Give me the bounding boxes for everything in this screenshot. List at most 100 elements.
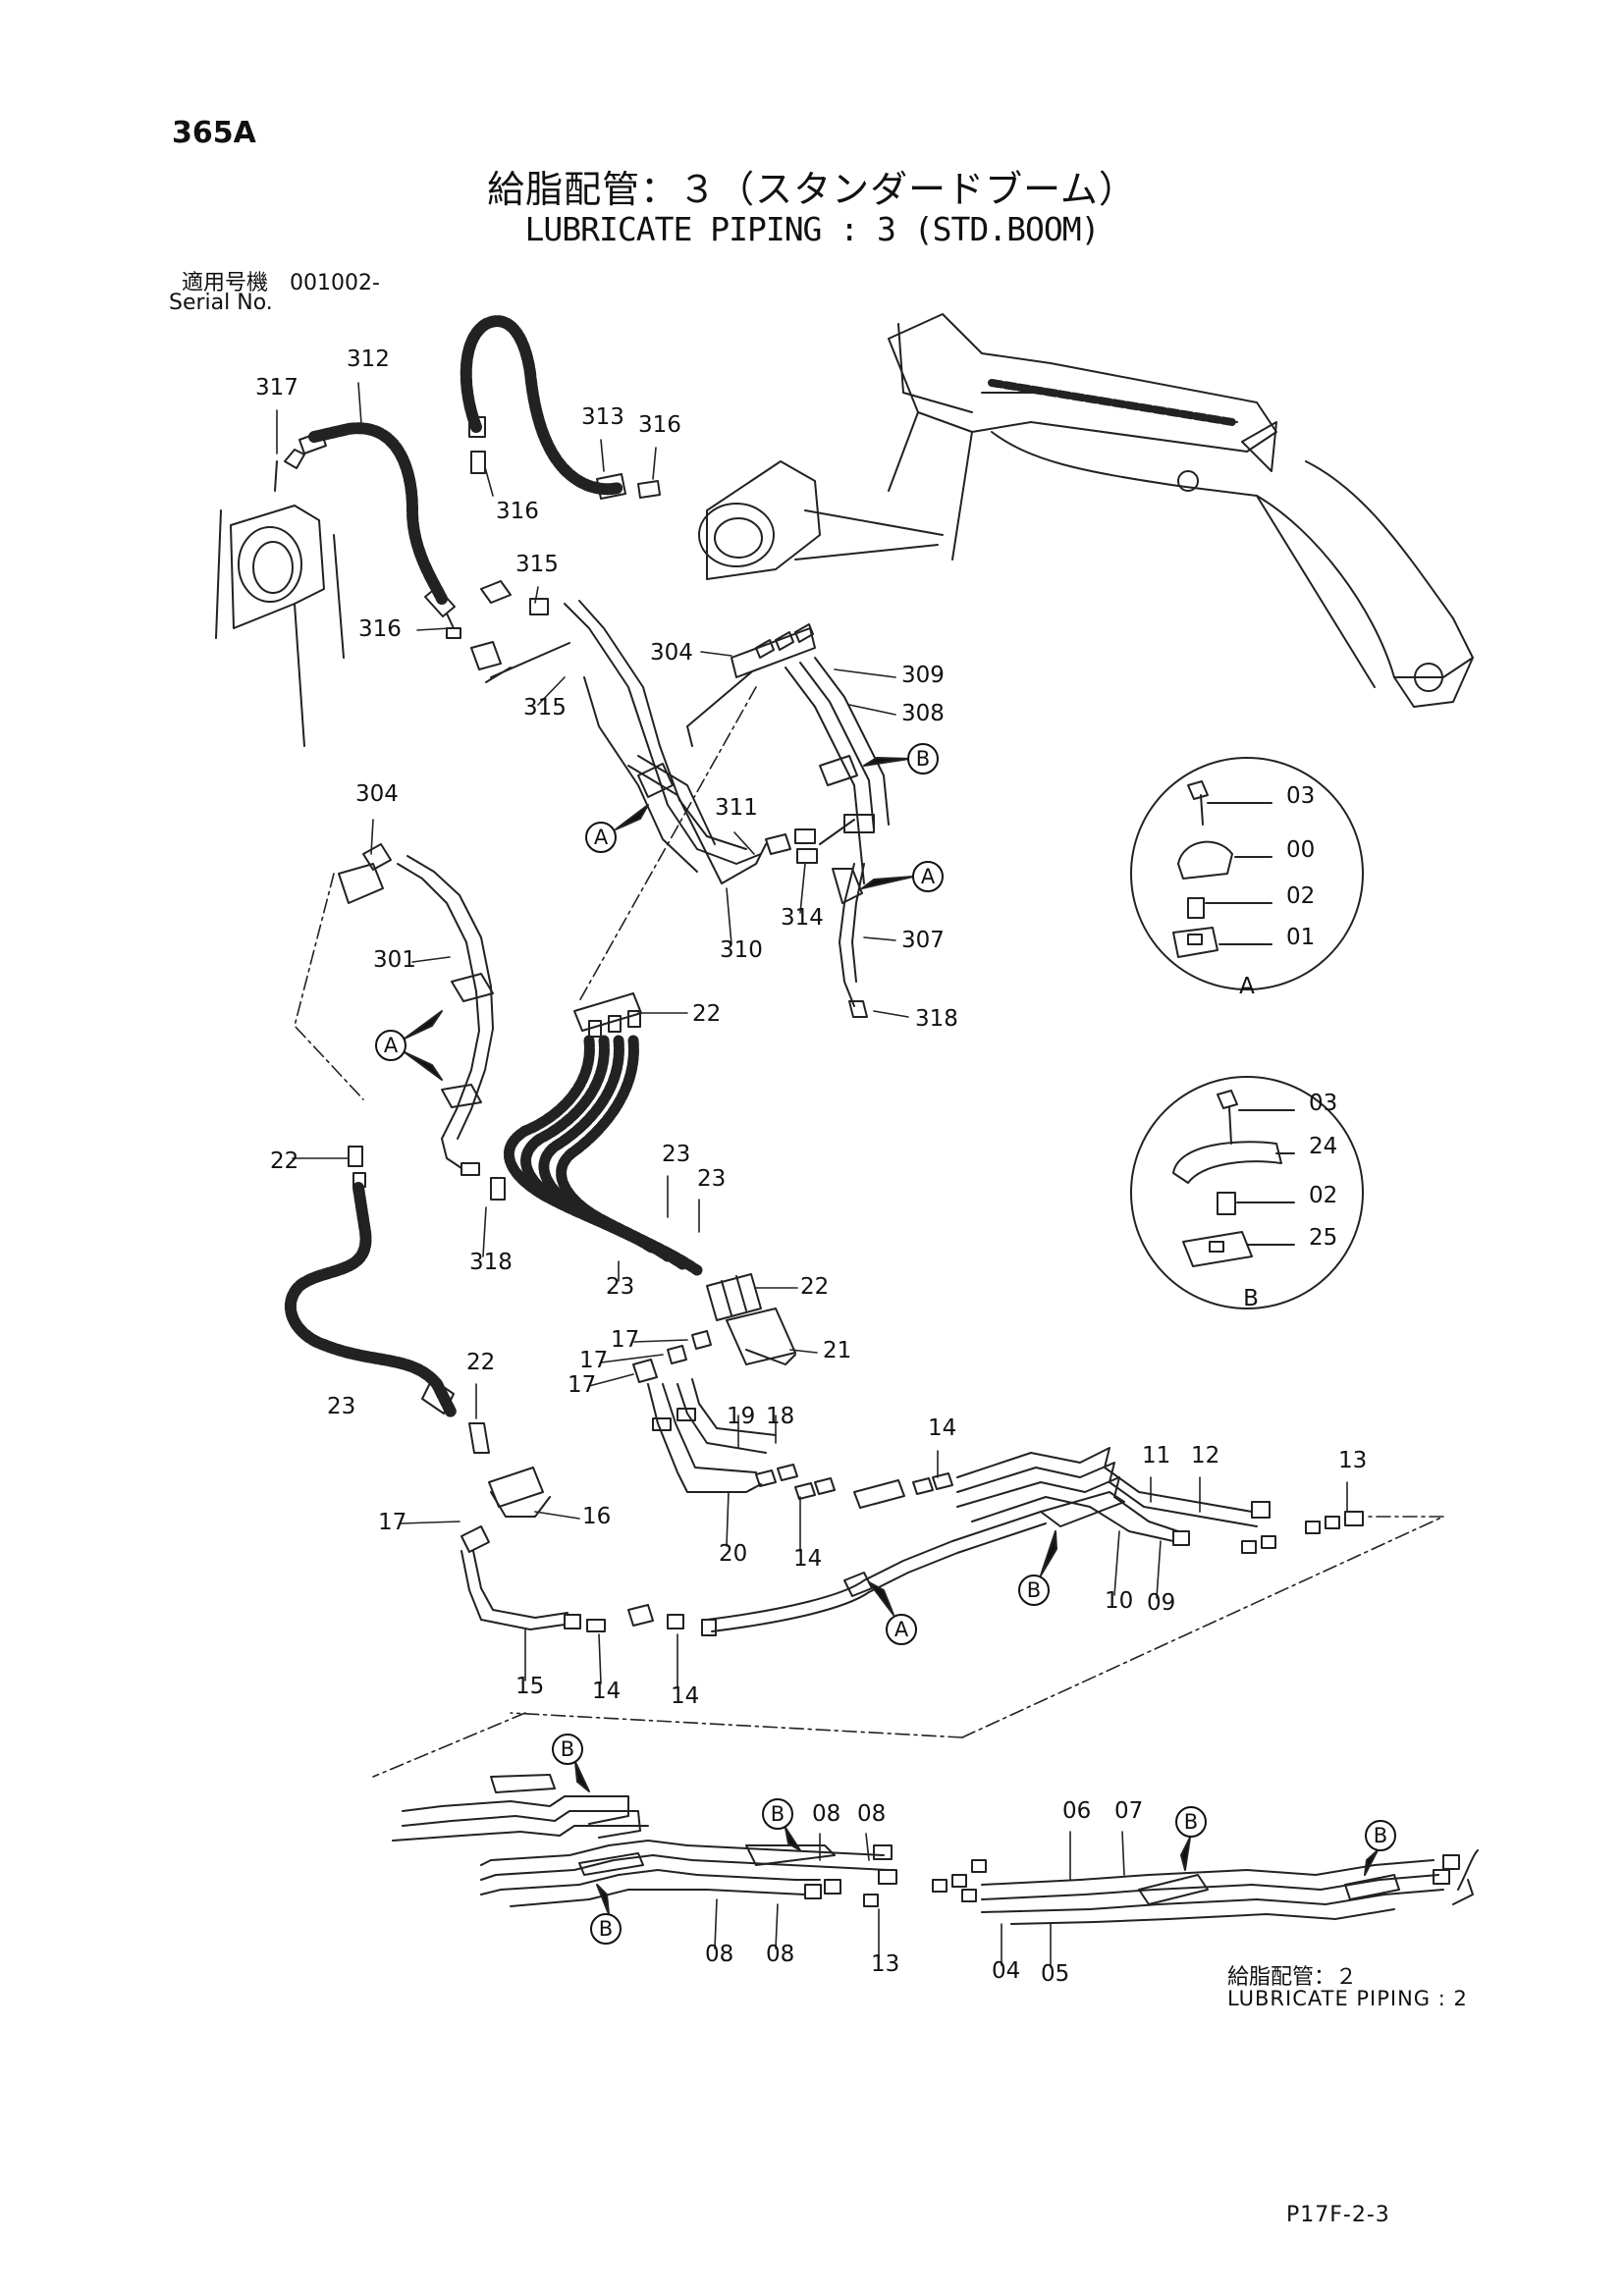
part-number-label: 08 — [766, 1942, 794, 1967]
hose-bundle-23 — [503, 1035, 703, 1276]
pipes-09-12 — [956, 1447, 1364, 1554]
serial-number-label-japanese: 適用号機 001002- — [182, 271, 380, 295]
callout-ring — [907, 743, 939, 774]
part-number-label: 23 — [697, 1166, 726, 1192]
part-number-label: 304 — [650, 640, 693, 666]
part-number-label: 00 — [1286, 837, 1315, 863]
block-21-group — [632, 1308, 796, 1493]
callout-circle: A — [912, 861, 944, 892]
callout-circle: B — [762, 1798, 793, 1830]
part-number-label: 13 — [871, 1951, 899, 1977]
part-number-label: 11 — [1142, 1443, 1170, 1468]
connection-lines — [294, 686, 1444, 1778]
part-number-label: 03 — [1309, 1091, 1337, 1116]
callout-ring — [585, 822, 617, 853]
part-number-label: 18 — [766, 1404, 794, 1429]
part-number-label: 22 — [270, 1148, 298, 1174]
part-number-label: 316 — [638, 412, 681, 438]
part-number-label: 25 — [1309, 1225, 1337, 1251]
detail-view-label: B — [1243, 1286, 1259, 1311]
part-number-label: 21 — [823, 1338, 851, 1363]
callout-ring — [762, 1798, 793, 1830]
callout-ring — [1175, 1806, 1207, 1838]
callout-ring — [590, 1913, 622, 1945]
part-number-label: 20 — [719, 1541, 747, 1567]
callout-letter: B — [1374, 1824, 1387, 1847]
cross-reference-japanese: 給脂配管：２ — [1227, 1965, 1358, 1990]
part-number-label: 304 — [355, 781, 399, 807]
part-number-label: 313 — [581, 404, 624, 430]
callout-letter: B — [916, 747, 930, 771]
part-number-label: 08 — [857, 1801, 886, 1827]
detail-view-b-parts — [1130, 1076, 1364, 1309]
part-number-label: 09 — [1147, 1590, 1175, 1616]
part-number-label: 315 — [523, 695, 567, 721]
callout-letter: A — [384, 1034, 399, 1057]
callout-letter: B — [561, 1737, 574, 1761]
boom-foot-bracket — [215, 449, 345, 747]
hose-23-left — [284, 1146, 544, 1508]
part-number-label: 14 — [928, 1415, 956, 1441]
manifold-304-group — [686, 623, 890, 1018]
part-number-label: 23 — [662, 1142, 690, 1167]
callout-circle: B — [1018, 1575, 1050, 1606]
part-number-label: 23 — [327, 1394, 355, 1419]
cross-reference-english: LUBRICATE PIPING : 2 — [1227, 1987, 1468, 2010]
callout-letter: A — [594, 826, 609, 849]
callout-circle: B — [1175, 1806, 1207, 1838]
callout-ring — [1365, 1820, 1396, 1851]
callout-letter: B — [1184, 1810, 1198, 1834]
part-number-label: 316 — [496, 499, 539, 524]
part-number-label: 14 — [592, 1679, 621, 1704]
part-number-label: 06 — [1062, 1798, 1091, 1824]
part-number-label: 315 — [515, 552, 559, 577]
part-number-label: 02 — [1309, 1183, 1337, 1208]
part-number-label: 312 — [347, 347, 390, 372]
part-number-label: 17 — [378, 1510, 406, 1535]
detail-view-a-parts — [1130, 757, 1364, 990]
leader-lines — [276, 382, 1348, 1968]
part-number-label: 14 — [671, 1683, 699, 1709]
part-number-label: 316 — [358, 616, 402, 642]
callout-letter: A — [894, 1618, 909, 1641]
pipe-15-group — [460, 1491, 1047, 1636]
fittings-315-316 — [446, 580, 762, 873]
part-number-label: 15 — [515, 1674, 544, 1699]
part-number-label: 10 — [1105, 1588, 1133, 1614]
callout-circle: A — [886, 1614, 917, 1645]
callout-letter: B — [599, 1917, 613, 1941]
part-number-label: 317 — [255, 375, 298, 400]
part-number-label: 309 — [901, 663, 945, 688]
callout-circle: B — [552, 1734, 583, 1765]
part-number-label: 01 — [1286, 925, 1315, 950]
part-number-label: 03 — [1286, 783, 1315, 809]
fittings-14-mid — [755, 1464, 953, 1509]
callout-letter: A — [921, 865, 936, 888]
arm-cylinder-end — [698, 460, 944, 580]
page-code: 365A — [172, 116, 256, 150]
part-number-label: 318 — [915, 1006, 958, 1032]
part-number-label: 23 — [606, 1274, 634, 1300]
part-number-label: 310 — [720, 937, 763, 963]
title-japanese: 給脂配管：３（スタンダードブーム） — [487, 168, 1137, 211]
part-number-label: 307 — [901, 928, 945, 953]
part-number-label: 308 — [901, 701, 945, 726]
pipes-04-08-assembly — [392, 1774, 1479, 1925]
callout-circle: A — [585, 822, 617, 853]
page-reference: P17F-2-3 — [1286, 2203, 1390, 2227]
part-number-label: 24 — [1309, 1134, 1337, 1159]
part-number-label: 314 — [781, 905, 824, 931]
part-number-label: 318 — [469, 1250, 513, 1275]
part-number-label: 301 — [373, 947, 416, 973]
part-number-label: 07 — [1114, 1798, 1143, 1824]
callout-circles: A B A A B A B B B B B — [375, 743, 1396, 1945]
part-number-label: 12 — [1191, 1443, 1219, 1468]
part-number-label: 02 — [1286, 883, 1315, 909]
callout-circle: A — [375, 1030, 406, 1061]
callout-letter: B — [771, 1802, 785, 1826]
callout-circle: B — [1365, 1820, 1396, 1851]
part-number-label: 08 — [705, 1942, 733, 1967]
